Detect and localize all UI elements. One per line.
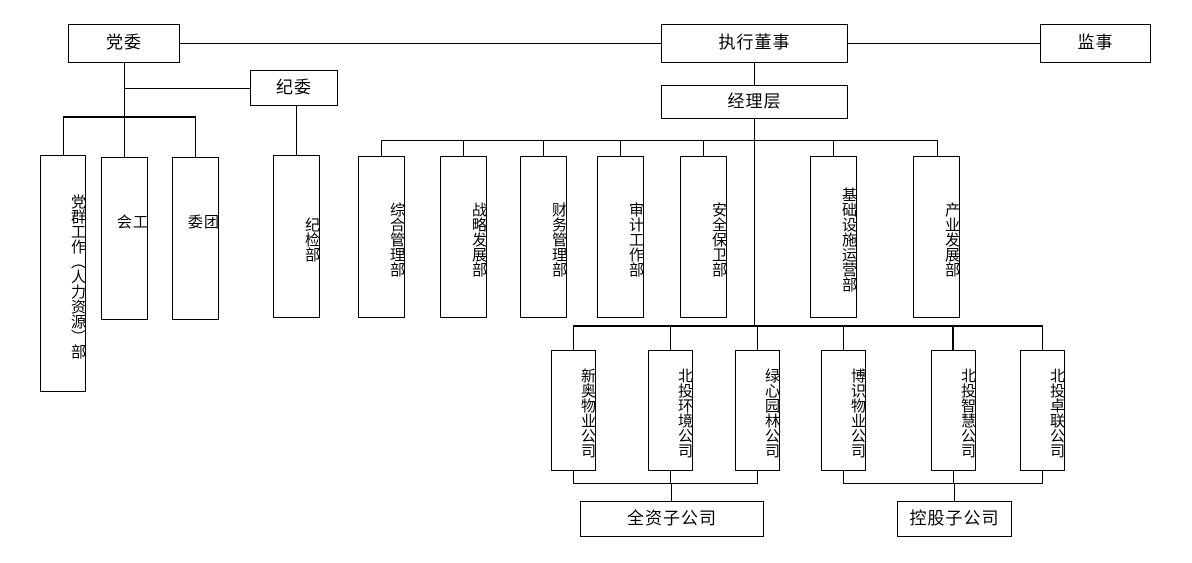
node-infrastructure-operation-dept[interactable]: 基础设施运营部 [810,156,857,318]
node-label: 综合管理部 [388,202,405,277]
node-label: 北投环境公司 [676,368,693,458]
node-label: 战略发展部 [470,202,487,277]
node-label: 党委 [106,33,142,53]
connector-party-stem [124,63,125,117]
node-executive-director[interactable]: 执行董事 [661,24,848,63]
node-discipline-inspection-dept[interactable]: 纪检部 [273,155,320,318]
connector-rise-lvxin-garden [757,471,758,483]
connector-drop-youth-league [195,116,196,157]
node-label: 党群工作（人力资源）部 [69,193,86,359]
node-label: 经理层 [727,91,782,111]
connector-management-stem [754,119,755,325]
node-labor-union[interactable]: 工 会 [101,157,148,320]
connector-drop-industrial-development [937,140,938,156]
node-management-layer[interactable]: 经理层 [661,85,848,119]
connector-rise-boshi-property [843,471,844,483]
node-beitou-zhuolian[interactable]: 北投卓联公司 [1020,350,1065,471]
node-party-mass-hr-dept[interactable]: 党群工作（人力资源）部 [40,155,86,392]
connector-subsidiary-bus [573,325,1043,327]
connector-drop-xinao-property [573,325,574,350]
connector-rise-xinao-property [573,471,574,483]
node-label: 新奥物业公司 [579,368,596,458]
connector-rise-beitou-zhuolian [1042,471,1043,483]
node-boshi-property[interactable]: 博识物业公司 [821,350,866,471]
node-supervisor[interactable]: 监事 [1040,24,1151,63]
node-wholly-owned-subsidiary[interactable]: 全资子公司 [580,501,764,537]
node-youth-league[interactable]: 团 委 [172,157,219,320]
node-beitou-environment[interactable]: 北投环境公司 [648,350,693,471]
node-audit-work-dept[interactable]: 审计工作部 [597,156,644,318]
node-holding-subsidiary[interactable]: 控股子公司 [897,501,1012,537]
node-label: 基础设施运营部 [840,187,857,292]
node-label: 安全保卫部 [710,202,727,277]
connector-director-to-management [754,63,755,85]
node-label: 绿心园林公司 [763,368,780,458]
node-label: 控股子公司 [909,508,1000,528]
connector-drop-beitou-smart [952,325,954,350]
node-industrial-development-dept[interactable]: 产业发展部 [913,156,960,318]
connector-drop-infrastructure-operation [833,140,834,156]
node-xinao-property[interactable]: 新奥物业公司 [551,350,596,471]
connector-director-to-supervisor [848,43,1040,44]
connector-discipline-to-inspection [296,106,297,155]
connector-department-bus [381,140,937,141]
node-label: 博识物业公司 [849,368,866,458]
connector-wholly-owned-bus [573,483,758,484]
connector-wholly-owned-stem [671,483,672,501]
node-label: 北投卓联公司 [1048,368,1065,458]
node-general-management-dept[interactable]: 综合管理部 [358,156,405,318]
node-label: 纪检部 [303,216,320,262]
connector-party-to-discipline [124,88,250,89]
node-label: 工 会 [114,213,148,269]
node-label: 产业发展部 [943,202,960,277]
connector-drop-strategy-development [463,140,464,156]
node-label: 全资子公司 [627,508,717,528]
connector-drop-lvxin-garden [757,325,758,350]
node-beitou-smart[interactable]: 北投智慧公司 [931,350,976,471]
node-financial-management-dept[interactable]: 财务管理部 [520,156,567,318]
connector-drop-beitou-environment [670,325,671,350]
connector-drop-labor-union [124,116,125,157]
node-label: 财务管理部 [550,202,567,277]
node-strategy-development-dept[interactable]: 战略发展部 [440,156,487,318]
connector-rise-beitou-environment [670,471,671,483]
connector-drop-boshi-property [843,325,844,350]
node-label: 纪委 [276,77,312,97]
connector-party-to-director [180,43,661,44]
node-label: 团 委 [185,213,219,269]
node-discipline-commission[interactable]: 纪委 [250,70,338,106]
node-security-dept[interactable]: 安全保卫部 [680,156,727,318]
node-party-committee[interactable]: 党委 [68,24,180,63]
node-label: 监事 [1077,33,1114,53]
connector-holding-stem [954,483,955,501]
connector-holding-bus [843,483,1043,484]
node-label: 审计工作部 [627,202,644,277]
node-label: 北投智慧公司 [959,368,976,458]
connector-drop-audit-work [620,140,621,156]
connector-drop-financial-management [543,140,544,156]
connector-drop-security [703,140,704,156]
connector-drop-general-management [381,140,382,156]
connector-drop-beitou-zhuolian [1042,325,1043,350]
node-lvxin-garden[interactable]: 绿心园林公司 [735,350,780,471]
connector-rise-beitou-smart [953,471,954,483]
connector-drop-party-mass-hr [63,116,64,155]
node-label: 执行董事 [718,33,791,53]
connector-party-bus [63,116,195,118]
